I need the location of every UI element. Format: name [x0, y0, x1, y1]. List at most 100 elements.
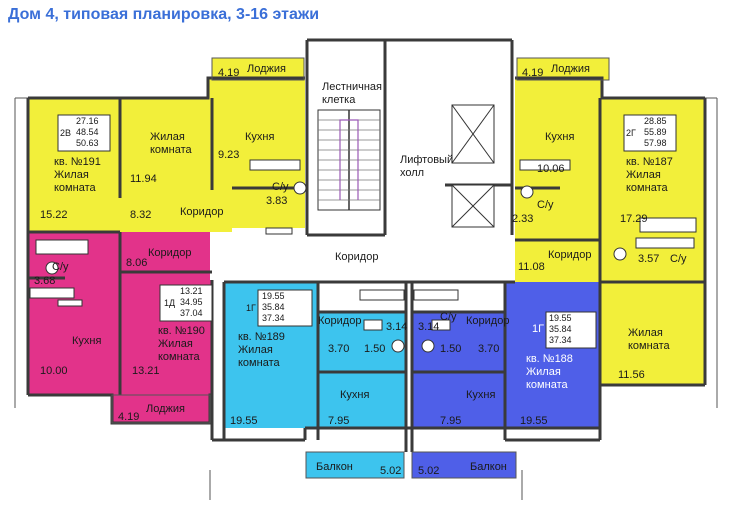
- balcony-r-label: Балкон: [470, 461, 507, 473]
- living-187b-l2: комната: [628, 340, 670, 352]
- corr-187-area: 11.08: [518, 261, 545, 273]
- apt-187-area-3: 57.98: [644, 138, 667, 148]
- apt-189-area-3: 37.34: [262, 313, 285, 323]
- apt-188-room-l1: Жилая: [526, 366, 561, 378]
- apt-188-room-l2: комната: [526, 379, 568, 391]
- walls: [26, 38, 707, 452]
- loggia-bl-fill: [112, 395, 210, 423]
- kitchen-191-label: Кухня: [245, 131, 274, 143]
- corr-191-area: 8.32: [130, 209, 151, 221]
- apartment-188-fill-b: [412, 312, 505, 428]
- apt-188-area-3: 37.34: [549, 335, 572, 345]
- apt-191-room-l2: комната: [54, 182, 96, 194]
- corr-189-label: Коридор: [318, 315, 361, 327]
- lift-hall-l1: Лифтовый: [400, 154, 453, 166]
- apt-190-room-l1: Жилая: [158, 338, 193, 350]
- apt-190-number: кв. №190: [158, 325, 205, 337]
- living-191b-area: 11.94: [130, 173, 157, 185]
- bath-187b-area: 3.57: [638, 253, 659, 265]
- corr-189-area: 3.70: [328, 343, 349, 355]
- kitchen-188-label: Кухня: [466, 389, 495, 401]
- kitchen-188-area: 7.95: [440, 415, 461, 427]
- bath-189-area: 1.50: [364, 343, 385, 355]
- corr-190-area: 8.06: [126, 257, 147, 269]
- apt-187-room-l2: комната: [626, 182, 668, 194]
- apt-191-area-2: 48.54: [76, 127, 99, 137]
- apt-187-type: 2Г: [626, 128, 636, 138]
- loggia-tr-area: 4.19: [522, 67, 543, 79]
- balcony-l-label: Балкон: [316, 461, 353, 473]
- living-191b-l1: Жилая: [150, 131, 185, 143]
- central-corridor: [210, 232, 515, 280]
- apt-190-area-3: 37.04: [180, 308, 203, 318]
- bath-188b-area: 3.14: [418, 321, 439, 333]
- plan-title: Дом 4, типовая планировка, 3-16 этажи: [8, 6, 320, 23]
- apt-189-type: 1Г: [246, 303, 256, 313]
- fixtures: [29, 159, 697, 353]
- apt-189-room-l1: Жилая: [238, 344, 273, 356]
- apt-191-type: 2В: [60, 128, 71, 138]
- corr-187-label: Коридор: [548, 249, 591, 261]
- corr-188-label: Коридор: [466, 315, 509, 327]
- apt-191-area-3: 50.63: [76, 138, 99, 148]
- apt-191-room-l1: Жилая: [54, 169, 89, 181]
- kitchen-187-label: Кухня: [545, 131, 574, 143]
- kitchen-189-label: Кухня: [340, 389, 369, 401]
- bath-187-area: 2.33: [512, 213, 533, 225]
- apartment-187-fill[interactable]: [515, 78, 705, 385]
- apt-189-info-box: [257, 289, 313, 327]
- apt-187-number: кв. №187: [626, 156, 673, 168]
- stair-label-l1: Лестничная: [322, 81, 382, 93]
- bath-191-label: С/у: [272, 181, 289, 193]
- living-187b-l1: Жилая: [628, 327, 663, 339]
- stair-label-l2: клетка: [322, 94, 356, 106]
- loggia-bl-label: Лоджия: [146, 403, 185, 415]
- kitchen-187-area: 10.06: [537, 163, 565, 175]
- loggia-outlines: [111, 57, 610, 479]
- corr-191-label: Коридор: [180, 206, 223, 218]
- living-191b-l2: комната: [150, 144, 192, 156]
- apt-188-info-box: [545, 311, 597, 349]
- corr-190-label: Коридор: [148, 247, 191, 259]
- apt-190-area-1: 13.21: [180, 286, 203, 296]
- living-187b-area: 11.56: [618, 369, 645, 381]
- stair-flight: [317, 109, 381, 211]
- bath-187b-label: С/у: [670, 253, 687, 265]
- balcony-l-area: 5.02: [380, 465, 401, 477]
- living-188-area: 19.55: [520, 415, 548, 427]
- apt-189-area-2: 35.84: [262, 302, 285, 312]
- apt-187-info-box: [623, 114, 677, 152]
- apt-188-area-2: 35.84: [549, 324, 572, 334]
- apt-188-number: кв. №188: [526, 353, 573, 365]
- apt-187-area-2: 55.89: [644, 127, 667, 137]
- bath-190-area: 3.68: [34, 275, 55, 287]
- apt-190-room-l2: комната: [158, 351, 200, 363]
- loggia-bl-area: 4.19: [118, 411, 139, 423]
- apt-187-area-1: 28.85: [644, 116, 667, 126]
- kitchen-190-label: Кухня: [72, 335, 101, 347]
- living-189-area: 19.55: [230, 415, 258, 427]
- loggia-tr-label: Лоджия: [551, 63, 590, 75]
- apt-189-area-1: 19.55: [262, 291, 285, 301]
- balcony-l-fill: [306, 452, 404, 478]
- loggia-tr-fill: [517, 58, 609, 80]
- apt-189-number: кв. №189: [238, 331, 285, 343]
- bath-188-area: 1.50: [440, 343, 461, 355]
- apt-190-type: 1Д: [164, 298, 175, 308]
- loggia-tl-area: 4.19: [218, 67, 239, 79]
- lift-shafts: [451, 104, 495, 228]
- loggia-tl-label: Лоджия: [247, 63, 286, 75]
- bath-190-label: С/у: [52, 261, 69, 273]
- apartment-189-fill-b: [318, 312, 406, 428]
- balcony-r-area: 5.02: [418, 465, 439, 477]
- apt-191-area-1: 27.16: [76, 116, 99, 126]
- bath-191-area: 3.83: [266, 195, 287, 207]
- living-187a-area: 17.29: [620, 213, 648, 225]
- loggia-tl-fill: [212, 58, 304, 80]
- kitchen-189-area: 7.95: [328, 415, 349, 427]
- apt-191-number: кв. №191: [54, 156, 101, 168]
- apt-190-area-2: 34.95: [180, 297, 203, 307]
- bath-188b-label: С/у: [440, 311, 457, 323]
- central-corridor-label: Коридор: [335, 251, 378, 263]
